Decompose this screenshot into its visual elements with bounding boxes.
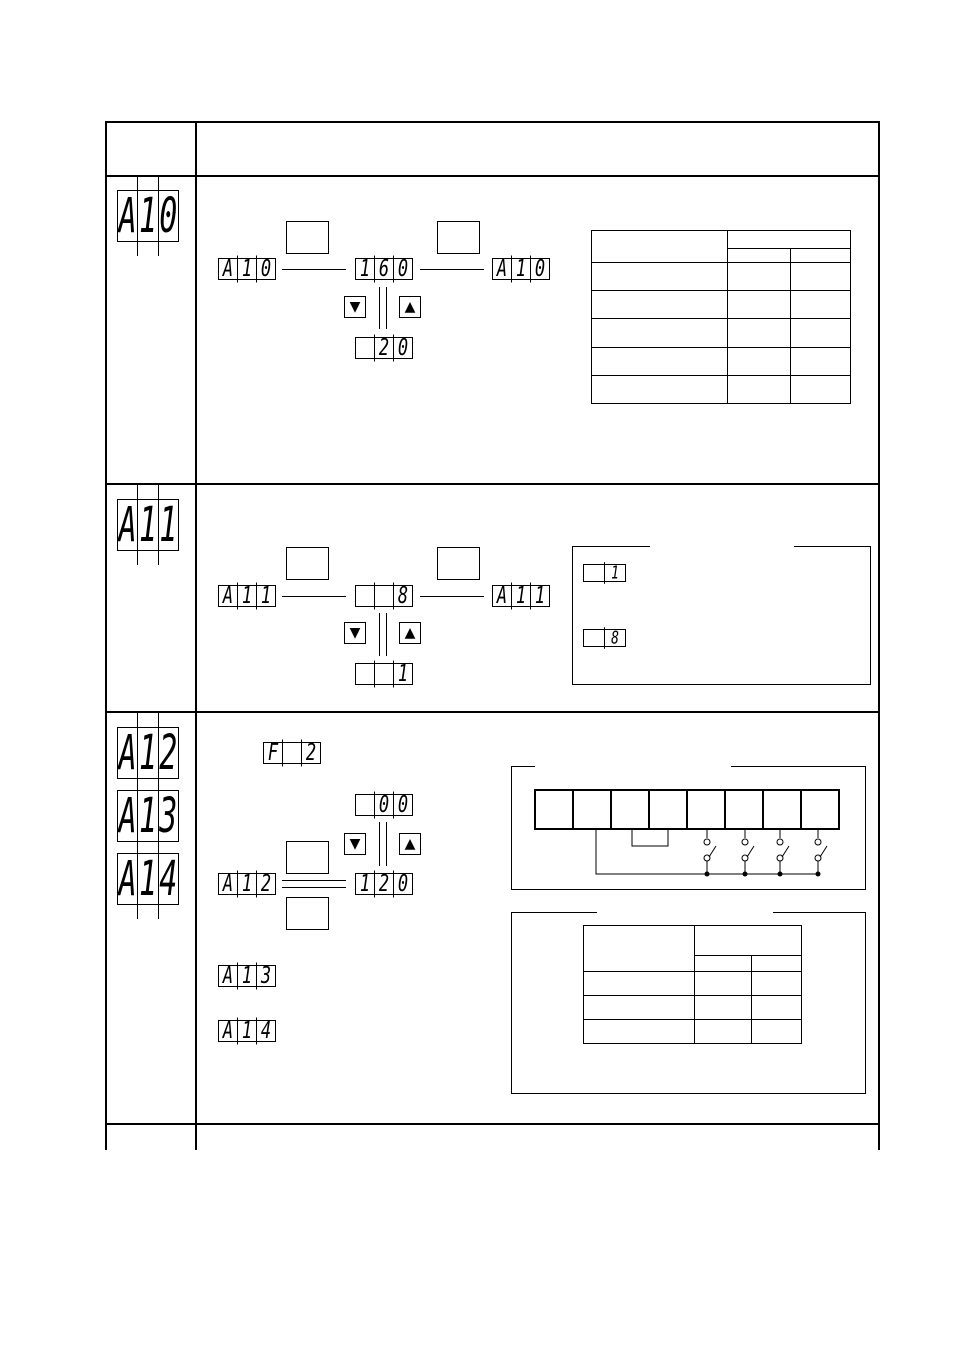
up-arrow-button[interactable]: ▲ — [399, 622, 421, 644]
up-arrow-button[interactable]: ▲ — [399, 833, 421, 855]
terminal-cell — [612, 791, 650, 828]
page-bottom-mask — [100, 1150, 890, 1170]
key-box-left — [286, 547, 329, 580]
a12-table — [583, 925, 802, 1044]
key-box-right — [437, 547, 480, 580]
value-display-a10-alt: 2 0 — [355, 334, 413, 362]
code-display-a11: A 1 1 — [117, 485, 179, 565]
flow-line — [386, 822, 387, 866]
terminal-block — [534, 789, 840, 830]
terminal-cell — [650, 791, 688, 828]
up-arrow-button[interactable]: ▲ — [399, 296, 421, 318]
value-display-a11-alt: 1 — [355, 660, 413, 688]
param-display-a12: A 1 2 — [218, 870, 276, 898]
row-divider-2 — [105, 711, 880, 713]
param-display-a11-right: A 1 1 — [492, 582, 550, 610]
a10-table — [591, 230, 851, 405]
value-display-a11: 8 — [355, 582, 413, 610]
key-box-right — [437, 221, 480, 254]
info-display-1: 1 — [583, 562, 626, 584]
terminal-cell — [574, 791, 612, 828]
key-box-left — [286, 221, 329, 254]
terminal-cell — [764, 791, 802, 828]
code-display-a10: A 1 0 — [117, 176, 179, 256]
flow-line — [282, 880, 346, 881]
group-label-gap — [597, 911, 773, 914]
flow-line — [282, 596, 346, 597]
group-label-gap — [650, 545, 794, 548]
key-box-upper — [286, 841, 329, 874]
row-divider-3 — [105, 1123, 880, 1125]
column-divider — [195, 121, 197, 1151]
flow-line — [420, 269, 484, 270]
param-display-a10-left: A 1 0 — [218, 255, 276, 283]
down-arrow-button[interactable]: ▼ — [344, 833, 366, 855]
flow-line — [386, 613, 387, 656]
row-divider-1 — [105, 483, 880, 485]
mode-display-f2: F 2 — [263, 739, 321, 767]
code-display-a12: A 1 2 — [117, 713, 179, 793]
down-arrow-button[interactable]: ▼ — [344, 622, 366, 644]
parameter-table-frame — [105, 121, 880, 1161]
header-divider — [105, 175, 880, 177]
param-display-a14: A 1 4 — [218, 1017, 276, 1045]
flow-line — [282, 269, 346, 270]
info-display-8: 8 — [583, 627, 626, 649]
flow-line — [379, 613, 380, 656]
terminal-cell — [726, 791, 764, 828]
key-box-lower — [286, 897, 329, 930]
wiring-svg — [595, 828, 828, 877]
down-arrow-button[interactable]: ▼ — [344, 296, 366, 318]
flow-line — [379, 822, 380, 866]
terminal-cell — [688, 791, 726, 828]
terminal-cell — [536, 791, 574, 828]
param-display-a11-left: A 1 1 — [218, 582, 276, 610]
terminal-cell — [802, 791, 840, 828]
group-label-gap — [535, 765, 731, 768]
flow-line — [379, 287, 380, 329]
code-display-a14: A 1 4 — [117, 839, 179, 919]
value-display-a10: 1 6 0 — [355, 255, 413, 283]
param-display-a10-right: A 1 0 — [492, 255, 550, 283]
param-display-a13: A 1 3 — [218, 962, 276, 990]
value-display-a12-top: 0 0 — [355, 791, 413, 819]
flow-line — [282, 887, 346, 888]
value-display-a12: 1 2 0 — [355, 870, 413, 898]
code-display-a13: A 1 3 — [117, 776, 179, 856]
flow-line — [386, 287, 387, 329]
flow-line — [420, 596, 484, 597]
